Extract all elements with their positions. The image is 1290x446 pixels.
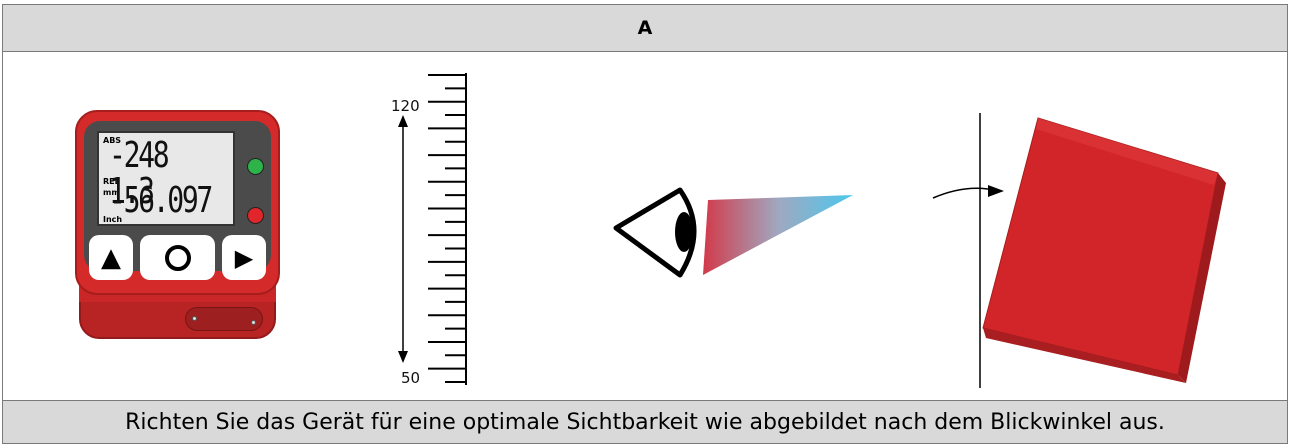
lcd-label-abs: ABS <box>103 136 122 145</box>
lcd-line-2: -56.097 <box>109 180 213 221</box>
screw-icon <box>192 316 197 321</box>
triangle-right-icon: ▶ <box>234 243 254 272</box>
circle-icon <box>164 244 191 271</box>
scale-ruler: 120 50 <box>363 73 493 393</box>
lcd-label-mm: mm <box>103 188 120 197</box>
block-graphic <box>932 113 1226 388</box>
ruler-bottom-label: 50 <box>401 369 421 387</box>
right-button: ▶ <box>222 235 266 280</box>
caption-bar: Richten Sie das Gerät für eine optimale … <box>3 400 1287 443</box>
digital-position-indicator: ABS REL mm Inch -248 1.3 -56.097 ▲ ▶ <box>75 110 280 339</box>
figure-table: A ABS REL mm Inch -248 1.3 -56.097 ▲ ▶ <box>2 4 1288 444</box>
lcd-line-1: -248 1.3 <box>109 135 170 212</box>
up-button: ▲ <box>89 235 133 280</box>
green-led-icon <box>247 158 264 175</box>
lcd-display: ABS REL mm Inch -248 1.3 -56.097 <box>97 131 235 226</box>
triangle-up-icon: ▲ <box>101 242 121 273</box>
ruler-top-label: 120 <box>391 97 420 115</box>
circle-button <box>140 235 215 280</box>
device-faceplate: ABS REL mm Inch -248 1.3 -56.097 ▲ ▶ <box>84 121 271 280</box>
lcd-label-rel: REL <box>103 177 120 186</box>
panel-header: A <box>3 5 1287 52</box>
device-port <box>185 307 263 331</box>
eye-viewing-angle <box>608 180 858 290</box>
ruler-graphic <box>398 73 467 385</box>
red-led-icon <box>247 207 264 224</box>
lcd-label-inch: Inch <box>103 215 123 224</box>
screw-icon <box>251 320 256 325</box>
panel-title: A <box>637 17 653 39</box>
eye-icon <box>613 187 853 278</box>
tilted-device-block <box>928 113 1238 388</box>
caption-text: Richten Sie das Gerät für eine optimale … <box>125 409 1165 435</box>
